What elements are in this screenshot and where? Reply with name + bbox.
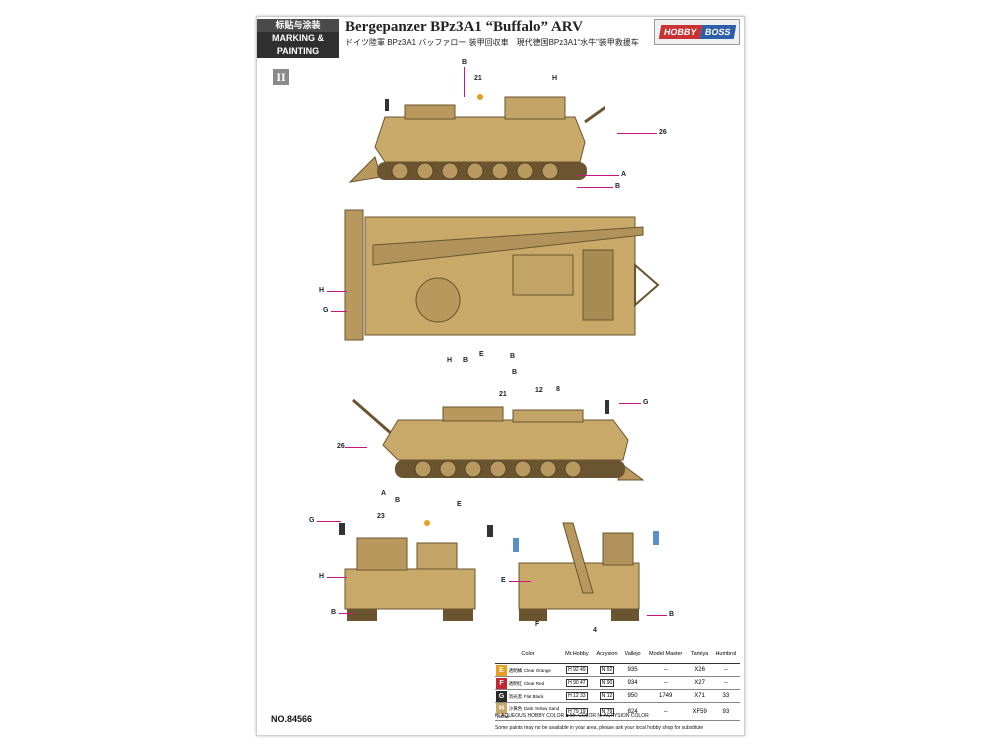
side-view-left: [348, 94, 605, 183]
page-subtitle: ドイツ陸軍 BPz3A1 バッファロー 装甲回収車 現代德国BPz3A1“水牛”…: [345, 38, 639, 47]
callout-side2-26: 26: [337, 443, 345, 450]
logo-left: HOBBY: [658, 25, 702, 39]
marking-painting-badge: 标贴与涂装 MARKING & PAINTING: [257, 19, 339, 58]
side-view-right: [352, 398, 645, 481]
col-color: Color: [495, 645, 561, 664]
callout-side2-21: 21: [499, 391, 507, 398]
callout-top-B2: B: [510, 353, 516, 360]
callout-rear-F: F: [535, 621, 540, 628]
callout-front-G: G: [309, 517, 315, 524]
paint-legend: H: AQUEOUS HOBBY COLOR ■ Mr. COLOR N: AC…: [495, 713, 649, 719]
top-view: [344, 209, 660, 341]
col-mrhobby: Mr.Hobby: [561, 645, 593, 664]
color-table: Color Mr.Hobby Acrysion Vallejo Model Ma…: [495, 645, 740, 721]
callout-rear-E: E: [501, 577, 506, 584]
callout-top-H2: H: [447, 357, 453, 364]
availability-note: Some paints may no be available in your …: [495, 725, 704, 731]
callout-top-E: E: [479, 351, 484, 358]
front-view: [339, 520, 493, 621]
cn-label: 标贴与涂装: [275, 20, 321, 30]
instruction-sheet: 标贴与涂装 MARKING & PAINTING Bergepanzer BPz…: [256, 16, 745, 736]
rear-view: [513, 522, 659, 621]
callout-side1-H: H: [552, 75, 558, 82]
callout-side2-G: G: [643, 399, 649, 406]
callout-side2-B: B: [512, 369, 518, 376]
callout-side2-A: A: [381, 490, 387, 497]
col-acrysion: Acrysion: [592, 645, 622, 664]
callout-side2-12: 12: [535, 387, 543, 394]
callout-top-G: G: [323, 307, 329, 314]
callout-front-E: E: [457, 501, 462, 508]
callout-front-23: 23: [377, 513, 385, 520]
logo-right: BOSS: [699, 25, 736, 39]
callout-top-H: H: [319, 287, 325, 294]
callout-side1-B: B: [462, 59, 468, 66]
callout-side1-21: 21: [474, 75, 482, 82]
callout-side1-26: 26: [659, 129, 667, 136]
product-number: NO.84566: [271, 714, 313, 724]
callout-rear-4: 4: [593, 627, 597, 634]
callout-rear-B: B: [669, 611, 675, 618]
col-modelmaster: Model Master: [643, 645, 688, 664]
callout-side1-A: A: [621, 171, 627, 178]
callout-side2-B2: B: [395, 497, 401, 504]
section-marker: II: [273, 69, 289, 85]
col-humbrol: Humbrol: [711, 645, 740, 664]
page-title: Bergepanzer BPz3A1 “Buffalo” ARV: [345, 19, 583, 35]
col-tamiya: Tamiya: [687, 645, 712, 664]
hobbyboss-logo: HOBBY BOSS: [654, 19, 740, 45]
callout-front-H: H: [319, 573, 325, 580]
en-label: MARKING & PAINTING: [257, 32, 339, 58]
callout-side1-B2: B: [615, 183, 621, 190]
callout-front-B: B: [331, 609, 337, 616]
col-vallejo: Vallejo: [621, 645, 644, 664]
callout-side2-8: 8: [556, 386, 560, 393]
callout-top-B: B: [463, 357, 469, 364]
